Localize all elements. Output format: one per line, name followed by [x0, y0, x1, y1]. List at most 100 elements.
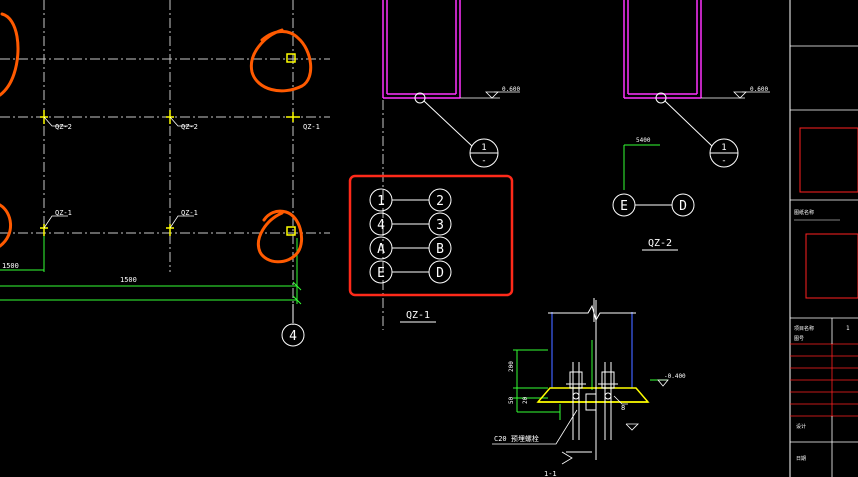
- dimension-bottom-text[interactable]: 1500: [120, 276, 137, 284]
- axis-bubble[interactable]: [428, 212, 452, 236]
- markup-circle: [257, 209, 303, 264]
- small-mark: [625, 423, 639, 431]
- dim-lower-b-text[interactable]: 20: [522, 396, 529, 404]
- section-bubble-top[interactable]: 1: [721, 143, 726, 153]
- axis-pair[interactable]: A B: [369, 236, 452, 260]
- dimension-tick: [292, 281, 302, 291]
- qz1-column: [382, 0, 461, 99]
- column-square: [286, 226, 296, 236]
- bolt-nut: [601, 371, 615, 389]
- base-plate: [536, 387, 650, 403]
- title-number[interactable]: 1: [846, 325, 850, 332]
- axis-bubble-label[interactable]: 4: [377, 218, 385, 233]
- title-label[interactable]: 日期: [796, 456, 806, 462]
- title-label[interactable]: 项目名称: [794, 325, 814, 332]
- elevation-triangle: [733, 91, 747, 99]
- axis-bubble[interactable]: [671, 193, 695, 217]
- qz1-detail: 0.600 1 - 1 2 4 3: [348, 0, 520, 323]
- bottom-tag[interactable]: 1-1: [544, 470, 557, 477]
- section-leader: [664, 100, 713, 147]
- axis-pair[interactable]: 4 3: [369, 212, 452, 236]
- bolt-hole: [604, 392, 612, 400]
- qz2-column: [623, 0, 702, 99]
- markup-circles: [0, 12, 313, 264]
- title-red-box: [799, 127, 858, 193]
- column-tag[interactable]: QZ-1: [55, 209, 72, 217]
- axis-bubble-label[interactable]: 2: [436, 194, 444, 209]
- break-line: [548, 304, 636, 322]
- dim-upper-text[interactable]: 200: [508, 361, 515, 372]
- qz2-elevation-text[interactable]: 0.600: [750, 86, 768, 93]
- bolt-hole: [572, 392, 580, 400]
- section-bubble-bottom[interactable]: -: [721, 156, 726, 166]
- tag-leader: [43, 116, 68, 127]
- qz2-elevation-mark: [701, 91, 770, 99]
- section-point: [655, 92, 667, 104]
- axis-bubble-label[interactable]: D: [679, 199, 687, 214]
- grid-bubble-label[interactable]: 4: [289, 329, 297, 344]
- base-dimensions: [513, 340, 668, 420]
- axis-bubble[interactable]: [428, 236, 452, 260]
- title-label[interactable]: 图号: [794, 336, 804, 342]
- axis-bubble-label[interactable]: A: [377, 242, 385, 257]
- axis-pair[interactable]: E D: [369, 260, 452, 284]
- grid-bubble[interactable]: [281, 323, 305, 347]
- title-white-table: [790, 318, 858, 477]
- column-tag[interactable]: QZ-1: [181, 209, 198, 217]
- section-bubble-bottom[interactable]: -: [481, 156, 486, 166]
- markup-circle: [249, 28, 313, 93]
- axis-pair[interactable]: E D: [612, 193, 695, 217]
- qz2-dimension: [623, 144, 660, 190]
- title-red-table: [790, 343, 858, 417]
- section-point: [414, 92, 426, 104]
- section-leader: [423, 100, 473, 147]
- bolt-nut: [569, 371, 583, 389]
- axis-bubble-label[interactable]: 1: [377, 194, 385, 209]
- title-label[interactable]: 设计: [796, 423, 806, 430]
- qz1-title[interactable]: QZ-1: [406, 310, 430, 321]
- tag-leader: [613, 395, 628, 405]
- elevation-triangle: [657, 379, 669, 387]
- qz1-elevation-text[interactable]: 0.600: [502, 86, 520, 93]
- dimension-left-text[interactable]: 1500: [2, 262, 19, 270]
- qz2-detail: 0.600 5400 1 - E D QZ-2: [612, 0, 770, 251]
- tag-leader: [169, 215, 194, 229]
- qz1-elevation-mark: [460, 91, 520, 99]
- right-tag[interactable]: 8: [621, 404, 625, 412]
- base-detail: 200 50 20 -0.400 C20 预埋螺栓: [492, 298, 686, 477]
- axis-bubble[interactable]: [428, 188, 452, 212]
- dim-lower-a-text[interactable]: 50: [508, 396, 515, 404]
- title-block-rows: [790, 45, 858, 319]
- axis-pair[interactable]: 1 2: [369, 188, 452, 212]
- axis-bubble-label[interactable]: E: [620, 199, 628, 214]
- tag-leader: [43, 215, 68, 229]
- anchor-leader: [492, 409, 578, 445]
- markup-circle: [0, 12, 20, 97]
- axis-bubble-label[interactable]: 3: [436, 218, 444, 233]
- column-tags: QZ-2 QZ-2 QZ-1 QZ-1 QZ-1: [55, 123, 320, 217]
- qz1-axis-pairs: 1 2 4 3 A B E: [369, 188, 452, 284]
- title-label[interactable]: 图纸名称: [794, 209, 814, 216]
- elevation-triangle: [485, 91, 499, 99]
- title-block: 图纸名称 项目名称 1 图号 设计 日期: [789, 0, 858, 477]
- column-tag[interactable]: QZ-1: [303, 123, 320, 131]
- tag-leader: [169, 116, 194, 127]
- qz2-title[interactable]: QZ-2: [648, 238, 672, 249]
- dimension-tick: [292, 295, 302, 305]
- anchor-bolts: [566, 300, 618, 460]
- highlight-box[interactable]: [348, 174, 514, 297]
- axis-bubble-label[interactable]: E: [377, 266, 385, 281]
- detail-elevation-text[interactable]: -0.400: [664, 373, 686, 380]
- qz2-dimension-text[interactable]: 5400: [636, 137, 651, 144]
- section-bubble-top[interactable]: 1: [481, 143, 486, 153]
- axis-bubble-label[interactable]: B: [436, 242, 444, 257]
- plan-view: QZ-2 QZ-2 QZ-1 QZ-1 QZ-1 1500 1500 4: [0, 0, 384, 347]
- anchor-label[interactable]: C20 预埋螺栓: [494, 434, 539, 443]
- section-arrow: [561, 451, 573, 465]
- column-tag[interactable]: QZ-2: [55, 123, 72, 131]
- axis-bubble[interactable]: [428, 260, 452, 284]
- column-tag[interactable]: QZ-2: [181, 123, 198, 131]
- axis-bubble-label[interactable]: D: [436, 266, 444, 281]
